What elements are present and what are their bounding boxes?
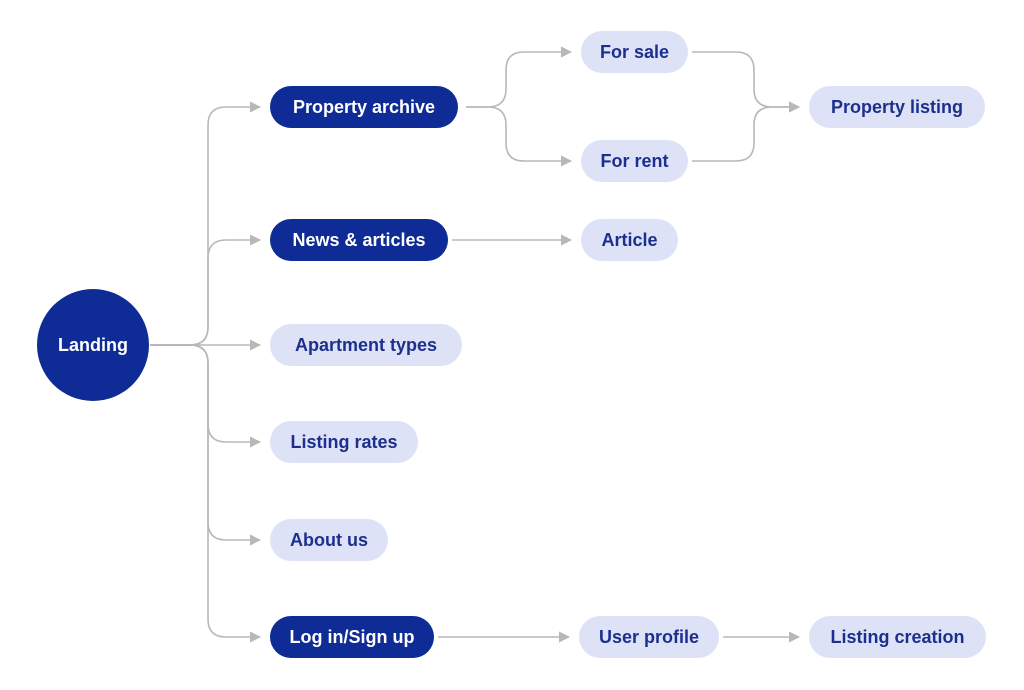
node-listing-creation: Listing creation: [809, 616, 986, 658]
edge-property-archive-to-for-rent: [466, 106, 573, 167]
node-apartment-types: Apartment types: [270, 324, 462, 366]
node-for-sale: For sale: [581, 31, 688, 73]
node-property-listing: Property listing: [809, 86, 985, 128]
edge-landing-to-news-articles: [150, 234, 262, 346]
edge-landing-to-listing-rates: [150, 344, 262, 448]
node-article: Article: [581, 219, 678, 261]
edge-property-archive-to-for-sale: [466, 46, 573, 108]
node-for-rent: For rent: [581, 140, 688, 182]
edge-for-rent-to-property-listing: [692, 101, 801, 162]
node-user-profile: User profile: [579, 616, 719, 658]
node-property-archive: Property archive: [270, 86, 458, 128]
node-about-us: About us: [270, 519, 388, 561]
edge-landing-to-property-archive: [150, 101, 262, 346]
node-login-signup: Log in/Sign up: [270, 616, 434, 658]
node-landing: Landing: [37, 289, 149, 401]
edge-for-sale-to-property-listing: [692, 51, 801, 113]
node-listing-rates: Listing rates: [270, 421, 418, 463]
node-news-articles: News & articles: [270, 219, 448, 261]
edge-landing-to-login-signup: [150, 344, 262, 643]
